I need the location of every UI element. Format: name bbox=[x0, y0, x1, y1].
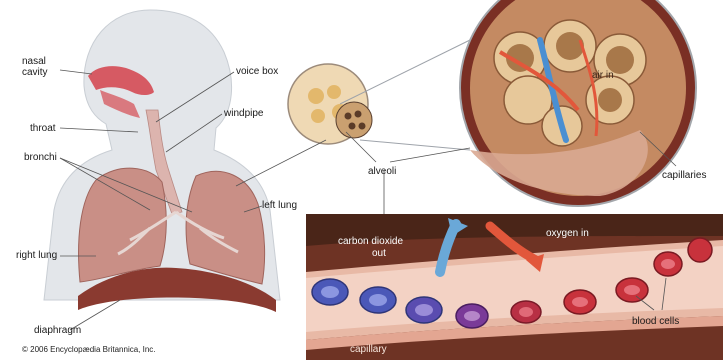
label-throat: throat bbox=[30, 123, 56, 134]
label-capillaries: capillaries bbox=[662, 170, 706, 181]
label-air-in: air in bbox=[592, 70, 614, 81]
label-bronchi: bronchi bbox=[24, 152, 57, 163]
copyright-credit: © 2006 Encyclopædia Britannica, Inc. bbox=[22, 345, 156, 354]
label-capillary: capillary bbox=[350, 344, 387, 355]
label-voice-box: voice box bbox=[236, 66, 278, 77]
label-oxygen-in: oxygen in bbox=[546, 228, 589, 239]
label-co2-out-2: out bbox=[372, 248, 386, 259]
label-left-lung: left lung bbox=[262, 200, 297, 211]
label-blood-cells: blood cells bbox=[632, 316, 679, 327]
label-diaphragm: diaphragm bbox=[34, 325, 81, 336]
label-nasal-cavity-2: cavity bbox=[22, 67, 48, 78]
label-windpipe: windpipe bbox=[224, 108, 263, 119]
label-co2-out-1: carbon dioxide bbox=[338, 236, 403, 247]
label-nasal-cavity-1: nasal bbox=[22, 56, 46, 67]
alveoli-magnified-circle bbox=[460, 0, 696, 206]
alveoli-cluster-circle bbox=[288, 64, 372, 144]
label-right-lung: right lung bbox=[16, 250, 57, 261]
label-alveoli: alveoli bbox=[368, 166, 396, 177]
